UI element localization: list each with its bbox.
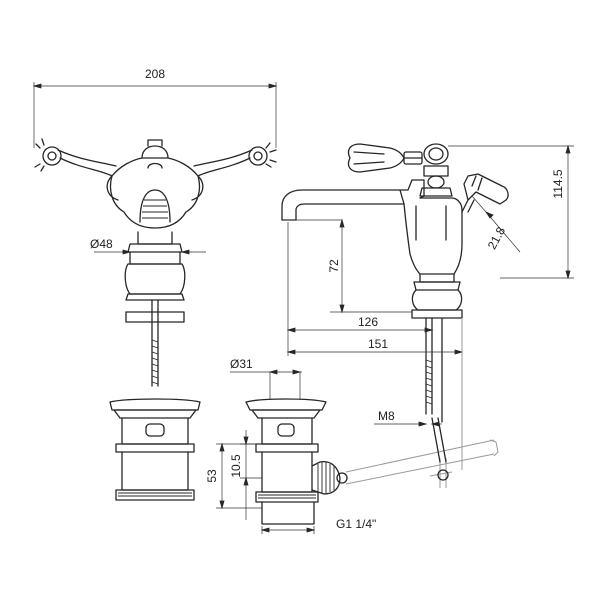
dim-spout-height-label: 72: [327, 259, 341, 273]
tap-base-front: [124, 231, 186, 323]
dim-waste-height-label: 53: [205, 469, 219, 483]
dim-spout-height: 72: [282, 218, 412, 314]
dim-overall-width-label: 208: [145, 67, 165, 81]
dim-waste-height: 53: [205, 442, 262, 510]
dim-waste-diameter-label: Ø31: [230, 357, 253, 371]
dim-spout-reach-outer-label: 151: [368, 337, 388, 351]
waste-body: [245, 398, 327, 525]
right-cross-handle: [193, 142, 277, 177]
dim-thread-size: M8: [374, 409, 442, 427]
dim-overall-height-label: 114.5: [551, 169, 565, 198]
dim-thread-size-label: M8: [378, 409, 395, 423]
cartridge-top: [419, 143, 453, 197]
side-view: 72 21.8 114.5 126 151: [281, 143, 574, 427]
spout-and-body: [281, 179, 463, 319]
threaded-rod-front: [151, 299, 159, 387]
popup-knob: [461, 173, 509, 213]
dim-waste-diameter: Ø31: [230, 357, 302, 400]
front-view: 208: [32, 67, 278, 501]
threaded-rod-side: [425, 317, 443, 423]
dim-lever-height-label: 21.8: [485, 224, 508, 251]
waste-detail: Ø31 53: [205, 357, 376, 534]
dim-spout-reach-outer: 151: [286, 318, 464, 358]
tap-body-front: [106, 139, 204, 229]
dim-waste-thread: G1 1/4": [260, 517, 376, 534]
dim-waste-thread-label: G1 1/4": [336, 517, 376, 531]
dim-lever-height: 21.8: [471, 195, 521, 253]
linkage-connector: [311, 460, 348, 495]
dim-waste-offset: 10.5: [229, 430, 262, 520]
dim-base-diameter-label: Ø48: [90, 237, 113, 251]
popup-waste-front: [109, 398, 201, 501]
linkage-rod: [345, 318, 499, 488]
dim-waste-offset-label: 10.5: [229, 454, 243, 478]
dim-spout-reach-inner-label: 126: [358, 315, 378, 329]
lever-handle: [347, 143, 423, 173]
dim-spout-reach-inner: 126: [286, 222, 434, 356]
dim-overall-width: 208: [32, 67, 278, 148]
dim-overall-height: 114.5: [448, 144, 574, 280]
left-cross-handle: [34, 138, 117, 177]
